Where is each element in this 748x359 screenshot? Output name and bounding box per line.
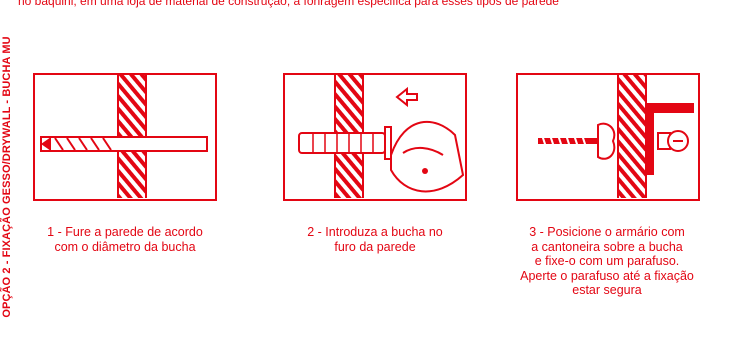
step-1-caption-line: com o diâmetro da bucha	[54, 239, 196, 254]
step-2-caption-line: furo da parede	[334, 239, 416, 254]
step-3-caption-line: 3 - Posicione o armário com	[529, 225, 685, 239]
top-instruction-text: no baquini, em uma loja de material de c…	[18, 0, 559, 8]
side-option-label: OPÇÃO 2 - FIXAÇÃO GESSO/DRYWALL - BUCHA …	[1, 36, 13, 318]
drill-wall-icon	[40, 75, 208, 198]
step-1-caption-line: 1 - Fure a parede de acordo	[47, 225, 203, 239]
step-3-caption-line: estar segura	[572, 283, 642, 297]
step-3-caption-line: a cantoneira sobre a bucha	[531, 239, 683, 254]
step-2-caption: 2 - Introduza a bucha no furo da parede	[260, 225, 490, 254]
step-1-caption: 1 - Fure a parede de acordo com o diâmet…	[10, 225, 240, 254]
step-3-caption: 3 - Posicione o armário com a cantoneira…	[492, 225, 722, 298]
step-2-illustration	[283, 73, 467, 201]
step-1-illustration	[33, 73, 217, 201]
step-3-illustration	[516, 73, 700, 201]
step-3-caption-line: e fixe-o com um parafuso.	[534, 254, 680, 268]
step-2-caption-line: 2 - Introduza a bucha no	[307, 225, 443, 239]
screw-bracket-icon	[538, 75, 694, 198]
step-3-caption-line: Aperte o parafuso até a fixação	[520, 268, 694, 283]
insert-anchor-icon	[298, 75, 464, 198]
